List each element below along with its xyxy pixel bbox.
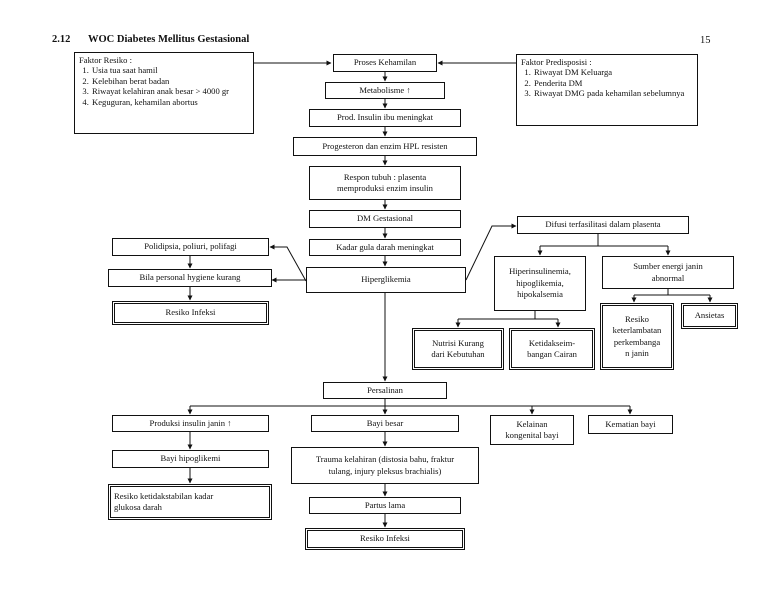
node-progesteron: Progesteron dan enzim HPL resisten [293,137,477,156]
node-metabolisme: Metabolisme ↑ [325,82,445,99]
node-kelainan-kongenital: Kelainan kongenital bayi [490,415,574,445]
predisposition-item: Penderita DM [533,78,693,88]
risk-factor-item: Riwayat kelahiran anak besar > 4000 gr [91,86,249,96]
predisposition-title: Faktor Predisposisi : [521,57,592,67]
node-personal-hygiene: Bila personal hygiene kurang [108,269,272,287]
predisposition-item: Riwayat DM Keluarga [533,67,693,77]
risk-factor-item: Keguguran, kehamilan abortus [91,97,249,107]
node-proses-kehamilan: Proses Kehamilan [333,54,437,72]
page-title: WOC Diabetes Mellitus Gestasional [88,34,250,45]
node-resiko-ketidakstabilan: Resiko ketidakstabilan kadar glukosa dar… [108,484,272,520]
risk-factor-item: Kelebihan berat badan [91,76,249,86]
node-kematian-bayi: Kematian bayi [588,415,673,434]
node-dm-gestasional: DM Gestasional [309,210,461,228]
node-difusi: Difusi terfasilitasi dalam plasenta [517,216,689,234]
page-number: 15 [700,35,711,46]
node-trauma-kelahiran: Trauma kelahiran (distosia bahu, fraktur… [291,447,479,484]
node-kadar-gula: Kadar gula darah meningkat [309,239,461,256]
node-resiko-infeksi-2: Resiko Infeksi [305,528,465,550]
risk-factors-box: Faktor Resiko : Usia tua saat hamil Kele… [74,52,254,134]
node-ansietas: Ansietas [681,303,738,329]
node-polidipsia: Polidipsia, poliuri, polifagi [112,238,269,256]
node-partus-lama: Partus lama [309,497,461,514]
predisposition-item: Riwayat DMG pada kehamilan sebelumnya [533,88,693,98]
section-number: 2.12 [52,34,71,45]
node-resiko-keterlambatan: Resiko keterlambatan perkembanga n janin [600,303,674,370]
node-nutrisi: Nutrisi Kurang dari Kebutuhan [412,328,504,370]
predisposition-box: Faktor Predisposisi : Riwayat DM Keluarg… [516,54,698,126]
node-produksi-insulin-janin: Produksi insulin janin ↑ [112,415,269,432]
risk-factors-title: Faktor Resiko : [79,55,132,65]
node-hiperglikemia: Hiperglikemia [306,267,466,293]
node-respon-tubuh: Respon tubuh : plasenta memproduksi enzi… [309,166,461,200]
node-hiperinsulinemia: Hiperinsulinemia, hipoglikemia, hipokals… [494,256,586,311]
node-bayi-hipoglikemi: Bayi hipoglikemi [112,450,269,468]
node-sumber-energi: Sumber energi janin abnormal [602,256,734,289]
link-hiper-difusi [465,223,517,281]
node-resiko-infeksi-1: Resiko Infeksi [112,301,269,325]
link-hiper-polidipsia [269,244,307,282]
risk-factor-item: Usia tua saat hamil [91,65,249,75]
node-prod-insulin: Prod. Insulin ibu meningkat [309,109,461,127]
node-ketidakseimbangan: Ketidakseim- bangan Cairan [509,328,595,370]
node-bayi-besar: Bayi besar [311,415,459,432]
node-persalinan: Persalinan [323,382,447,399]
